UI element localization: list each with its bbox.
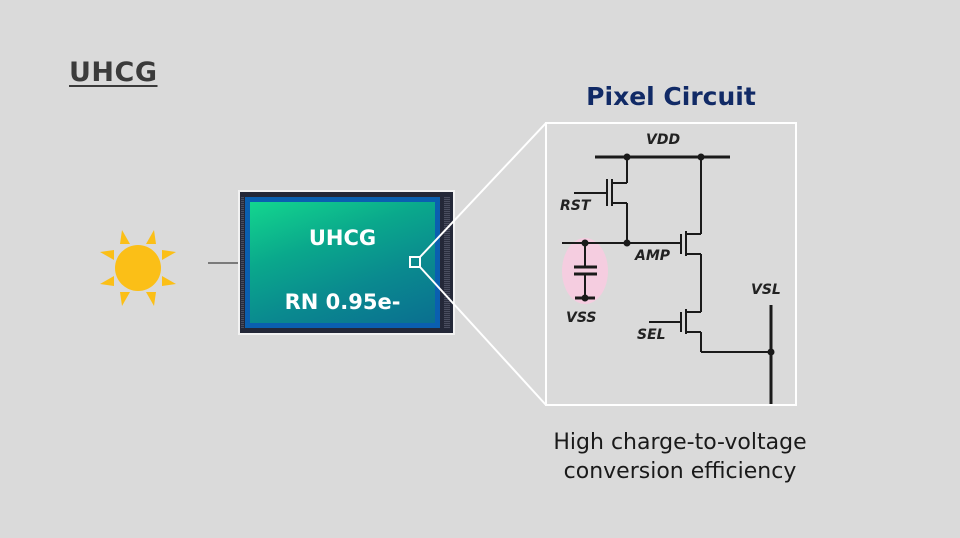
junction-dot — [767, 348, 775, 356]
sun-ray — [120, 230, 130, 244]
pixel-circuit-box: VDD RST AMP VSS SEL VSL — [545, 122, 797, 406]
caption-line-1: High charge-to-voltage — [553, 430, 807, 455]
junction-dot — [581, 294, 589, 302]
pixel-circuit-schematic — [562, 153, 775, 404]
page-heading: UHCG — [69, 57, 158, 88]
chip-package: UHCG RN 0.95e- — [240, 192, 453, 333]
label-vsl: VSL — [751, 282, 781, 298]
label-rst: RST — [560, 198, 591, 214]
sun-ray — [162, 250, 176, 260]
sun-ray — [146, 292, 156, 306]
sun-ray — [120, 292, 130, 306]
chip-read-noise: RN 0.95e- — [284, 290, 401, 314]
sun-ray — [100, 276, 114, 286]
junction-dot — [623, 239, 631, 247]
label-sel: SEL — [637, 327, 666, 343]
sun-ray — [162, 276, 176, 286]
chip-border: UHCG RN 0.95e- — [245, 197, 440, 328]
junction-dot — [697, 153, 705, 161]
sun-icon — [100, 230, 176, 306]
caption: High charge-to-voltage conversion effici… — [500, 428, 860, 486]
capacitor-highlight — [562, 238, 608, 304]
junction-dot — [623, 153, 631, 161]
label-amp: AMP — [635, 248, 671, 264]
junction-dot — [581, 239, 589, 247]
light-path-line — [208, 262, 240, 264]
chip-die: UHCG RN 0.95e- — [250, 202, 435, 323]
sun-ray — [146, 230, 156, 244]
image-sensor-chip: UHCG RN 0.95e- — [238, 190, 455, 335]
label-vss: VSS — [566, 310, 597, 326]
caption-line-2: conversion efficiency — [563, 459, 797, 484]
sun-ray — [100, 250, 114, 260]
pixel-circuit-title: Pixel Circuit — [586, 82, 756, 111]
chip-title: UHCG — [308, 226, 377, 250]
label-vdd: VDD — [646, 132, 681, 148]
